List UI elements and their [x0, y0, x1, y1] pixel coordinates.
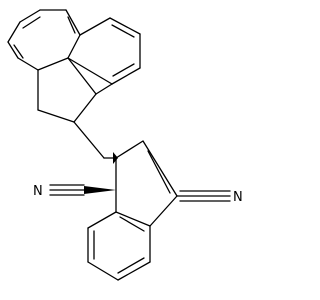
bond — [37, 57, 69, 71]
bond — [119, 216, 145, 232]
bond — [87, 261, 119, 281]
bond — [37, 109, 75, 123]
bond — [73, 121, 105, 159]
bond — [73, 93, 97, 123]
bond — [19, 9, 41, 23]
bond — [117, 257, 145, 274]
bond — [112, 63, 135, 77]
nitrile-nitrogen-left: N — [33, 184, 43, 199]
bond — [67, 34, 81, 59]
bond — [67, 57, 113, 85]
bond — [95, 83, 113, 95]
nitrile-nitrogen-right: N — [233, 190, 243, 205]
bond — [22, 16, 41, 29]
bond — [111, 24, 135, 38]
bond — [87, 211, 117, 229]
bond — [67, 16, 76, 34]
bond — [13, 44, 24, 59]
bond — [111, 67, 141, 85]
bond — [7, 41, 19, 59]
bond — [115, 211, 151, 227]
bond — [79, 17, 111, 36]
dihydronaphthalene-fragment: N N — [33, 140, 243, 281]
acenaphthene-fragment — [7, 9, 141, 123]
bond — [17, 57, 39, 71]
bond — [109, 17, 141, 35]
bond — [142, 140, 178, 197]
bond — [115, 140, 144, 159]
bond — [117, 261, 151, 281]
chemical-structure-diagram: N N — [7, 9, 243, 281]
bond — [147, 150, 171, 194]
bond — [7, 21, 21, 43]
stereo-wedge-bond — [84, 186, 116, 194]
bond — [65, 9, 81, 36]
bond — [149, 195, 178, 227]
bond — [67, 57, 97, 95]
